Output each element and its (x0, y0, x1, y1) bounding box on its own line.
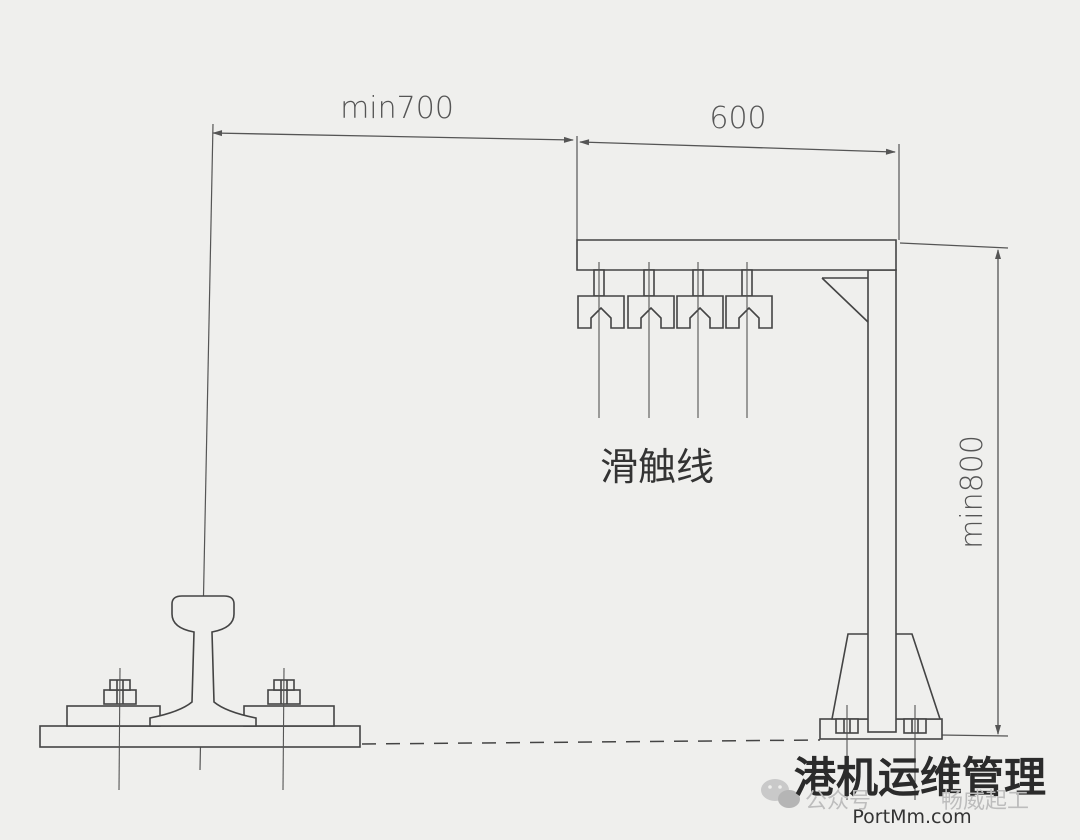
support-arm (576, 239, 897, 271)
dimension-min700 (212, 130, 574, 143)
conductor-holders (577, 269, 773, 329)
dimension-min800-extension-top (899, 242, 1009, 249)
rail-clamp-right (243, 705, 335, 727)
conductor-holder-4 (725, 269, 773, 329)
watermark-url: PortMm.com (852, 806, 971, 828)
bolt-right-centerline (282, 667, 285, 791)
dimension-min800-label: min800 (955, 435, 990, 549)
rail-assembly (39, 595, 361, 748)
support-column (867, 269, 897, 733)
bolt-left-centerline (118, 667, 121, 791)
watermark-title: 港机运维管理 (794, 753, 1046, 802)
rail-clamp-left (66, 705, 161, 727)
dimension-600-line (579, 139, 896, 155)
conductor-holder-3 (676, 269, 724, 329)
watermark-subtitle-right: 畅威起工 (941, 789, 1029, 814)
rail-base-plate (39, 725, 361, 748)
dimension-600 (579, 139, 896, 155)
watermark-subtitle-left: 公众号 (805, 789, 871, 814)
support-bracket (576, 239, 943, 740)
rail-profile (149, 595, 257, 727)
watermark: 港机运维管理 公众号 畅威起工 PortMm.com (761, 753, 1046, 828)
dimension-min800 (899, 242, 1009, 737)
sliding-wire-label: 滑触线 (600, 445, 714, 489)
dimension-min700-label: min700 (340, 91, 454, 126)
dimension-600-label: 600 (709, 101, 766, 136)
conductor-holder-2 (627, 269, 675, 329)
conductor-holder-1 (577, 269, 625, 329)
ground-line (361, 739, 821, 745)
knee-brace (821, 277, 869, 323)
dimension-min800-extension-bottom (939, 734, 1009, 737)
wechat-icon (761, 779, 800, 808)
dimension-min700-line (212, 130, 574, 143)
